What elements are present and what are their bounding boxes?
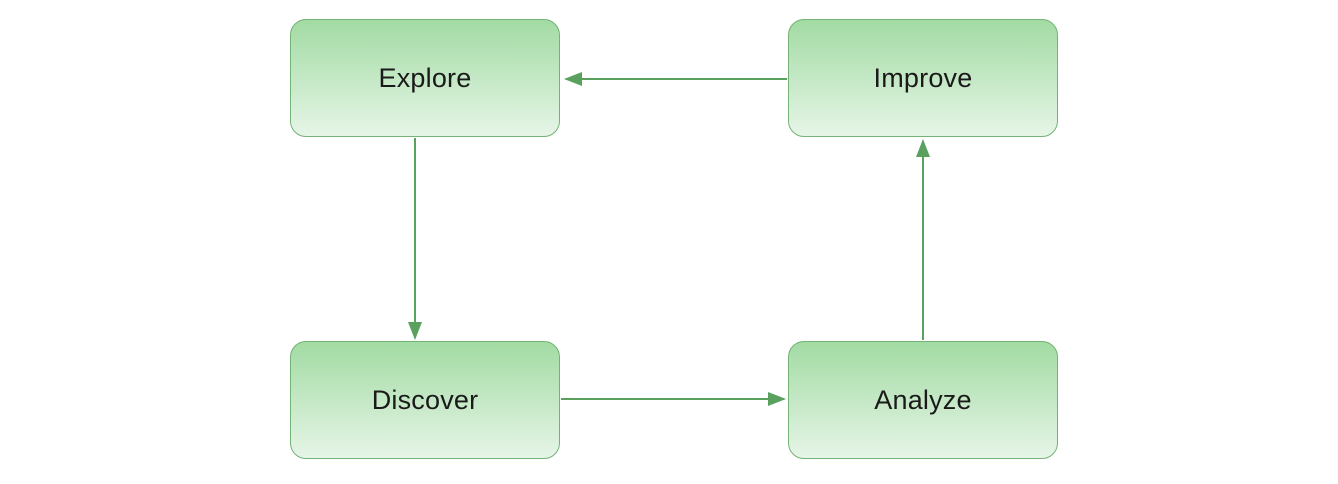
node-improve-label: Improve xyxy=(873,62,973,93)
node-analyze: Analyze xyxy=(788,341,1058,459)
node-discover: Discover xyxy=(290,341,560,459)
node-discover-label: Discover xyxy=(371,384,479,415)
node-explore: Explore xyxy=(290,19,560,137)
node-improve: Improve xyxy=(788,19,1058,137)
node-explore-label: Explore xyxy=(378,62,472,93)
node-analyze-label: Analyze xyxy=(874,384,972,415)
